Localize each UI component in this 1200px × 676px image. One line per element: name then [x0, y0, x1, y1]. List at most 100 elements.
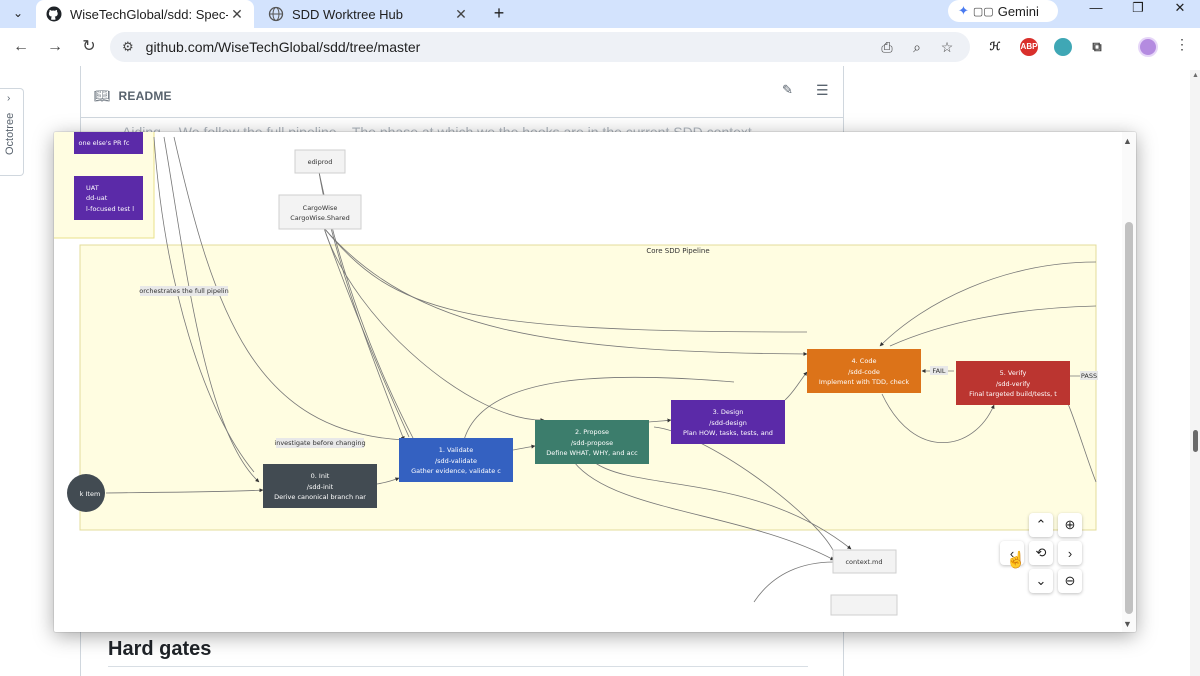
node-text: ediprod — [308, 158, 333, 166]
cluster-label: Core SDD Pipeline — [646, 247, 709, 255]
chevron-right-icon[interactable]: › — [1058, 541, 1082, 565]
node-text: 1. Validate — [439, 446, 473, 454]
puzzle-icon[interactable]: ⧉ — [1088, 38, 1106, 56]
reload-icon[interactable]: ↻ — [82, 38, 96, 55]
tab-title: SDD Worktree Hub — [292, 6, 404, 22]
gemini-button[interactable]: ✦ ▢▢ Gemini — [948, 0, 1058, 22]
edge — [648, 418, 672, 423]
gemini-grid-icon: ▢▢ — [972, 5, 994, 18]
reset-icon[interactable]: ⟲ — [1029, 541, 1053, 565]
forward-icon[interactable]: → — [47, 38, 63, 55]
tab-search-icon[interactable]: ⌄ — [12, 6, 24, 20]
node-text: Final targeted build/tests, t — [969, 390, 1057, 398]
scroll-up-icon[interactable]: ▲ — [1192, 72, 1199, 79]
node-partial — [830, 594, 898, 616]
node-text: /sdd-code — [848, 368, 880, 376]
chevron-up-icon[interactable]: ⌃ — [1029, 513, 1053, 537]
extension-icon[interactable]: ℋ — [986, 38, 1004, 56]
node-text: Gather evidence, validate c — [411, 467, 501, 475]
page-scrollbar[interactable] — [1190, 70, 1200, 676]
node-text: context.md — [845, 558, 882, 566]
node-text: one else's PR fc — [79, 139, 130, 147]
zoom-in-icon[interactable]: ⊕ — [1058, 513, 1082, 537]
node-ediprod — [294, 149, 346, 174]
edge-label: investigate before changing — [274, 439, 365, 447]
mermaid-diagram[interactable]: Core SDD Pipeline — [54, 132, 1122, 632]
edge — [323, 227, 808, 333]
extension-globe-icon[interactable] — [1054, 38, 1072, 56]
edge — [323, 227, 545, 423]
install-icon[interactable]: ⎙ — [881, 39, 893, 55]
zoom-out-icon[interactable]: ⊖ — [1058, 569, 1082, 593]
node-text: /sdd-init — [307, 483, 334, 491]
node-text: k Item — [80, 490, 101, 498]
book-icon: 📖︎ — [94, 87, 111, 103]
edge — [323, 227, 808, 356]
restore-icon[interactable]: ❐ — [1132, 0, 1144, 15]
edge — [512, 444, 536, 451]
readme-header: 📖︎ README — [80, 74, 844, 118]
page-scroll-thumb[interactable] — [1193, 430, 1198, 452]
node-propose — [535, 420, 649, 464]
edge-label-bg — [930, 366, 948, 375]
outline-icon[interactable]: ☰ — [816, 82, 829, 98]
minimize-icon[interactable]: — — [1089, 0, 1103, 15]
node-design — [671, 400, 785, 444]
github-icon — [46, 6, 62, 22]
bookmark-star-icon[interactable]: ☆ — [940, 39, 954, 55]
node-text: Define WHAT, WHY, and acc — [546, 449, 638, 457]
sparkle-icon: ✦ — [958, 3, 969, 18]
scroll-up-icon[interactable]: ▲ — [1123, 136, 1132, 146]
node-text: /sdd-propose — [571, 439, 613, 447]
site-info-icon[interactable]: ⚙ — [122, 39, 134, 54]
tab-github[interactable]: WiseTechGlobal/sdd: Spec-D ✕ — [36, 0, 254, 28]
cluster-core — [79, 244, 1097, 531]
edge — [881, 393, 995, 444]
back-icon[interactable]: ← — [13, 38, 29, 55]
chevron-down-icon[interactable]: ⌄ — [1029, 569, 1053, 593]
chevron-right-icon: › — [7, 93, 11, 104]
heading-divider — [108, 666, 808, 667]
node-text: CargoWise — [303, 204, 338, 212]
chevron-left-icon[interactable]: ‹ — [1000, 541, 1024, 565]
octotree-toggle[interactable]: › Octotree — [0, 88, 24, 176]
node-text: 4. Code — [852, 357, 877, 365]
adblock-icon[interactable]: ABP — [1020, 38, 1038, 56]
node-text: 5. Verify — [1000, 369, 1027, 377]
new-tab-button[interactable]: + — [493, 3, 505, 23]
node-verify — [956, 361, 1070, 405]
url-text: github.com/WiseTechGlobal/sdd/tree/maste… — [145, 39, 421, 55]
node-text: UAT — [86, 184, 99, 192]
readme-label: README — [118, 88, 172, 103]
edge — [376, 477, 400, 485]
diagram-scroll-thumb[interactable] — [1125, 222, 1133, 614]
pencil-icon[interactable]: ✎ — [782, 82, 793, 97]
scroll-down-icon[interactable]: ▼ — [1123, 619, 1132, 629]
avatar[interactable] — [1138, 37, 1158, 57]
node-work-item — [67, 474, 105, 512]
edge — [463, 376, 735, 441]
tab-sdd-hub[interactable]: SDD Worktree Hub ✕ — [258, 0, 478, 28]
edge-label-bg — [140, 286, 228, 296]
edge — [163, 136, 260, 483]
close-icon[interactable]: ✕ — [455, 5, 467, 22]
tab-title: WiseTechGlobal/sdd: Spec-D — [70, 6, 228, 22]
node-text: l-focused test l — [86, 205, 134, 213]
node-text: Derive canonical branch nar — [274, 493, 366, 501]
globe-icon — [268, 6, 284, 22]
zoom-icon[interactable]: ⌕ — [913, 39, 921, 55]
node-uat — [74, 176, 143, 220]
edge — [573, 461, 835, 561]
gemini-label: Gemini — [997, 3, 1039, 19]
close-icon[interactable]: ✕ — [231, 5, 243, 22]
omnibox[interactable]: ⚙ github.com/WiseTechGlobal/sdd/tree/mas… — [110, 32, 970, 62]
edge — [879, 261, 1097, 347]
window-close-icon[interactable]: ✕ — [1174, 0, 1186, 15]
tab-bar: ⌄ WiseTechGlobal/sdd: Spec-D ✕ SDD Workt… — [0, 0, 1200, 28]
edge — [153, 136, 255, 473]
node-text: Plan HOW, tasks, tests, and — [683, 429, 773, 437]
node-pr — [74, 132, 143, 154]
more-icon[interactable]: ⋮ — [1175, 36, 1189, 52]
edge — [753, 561, 835, 603]
edge — [323, 227, 410, 438]
